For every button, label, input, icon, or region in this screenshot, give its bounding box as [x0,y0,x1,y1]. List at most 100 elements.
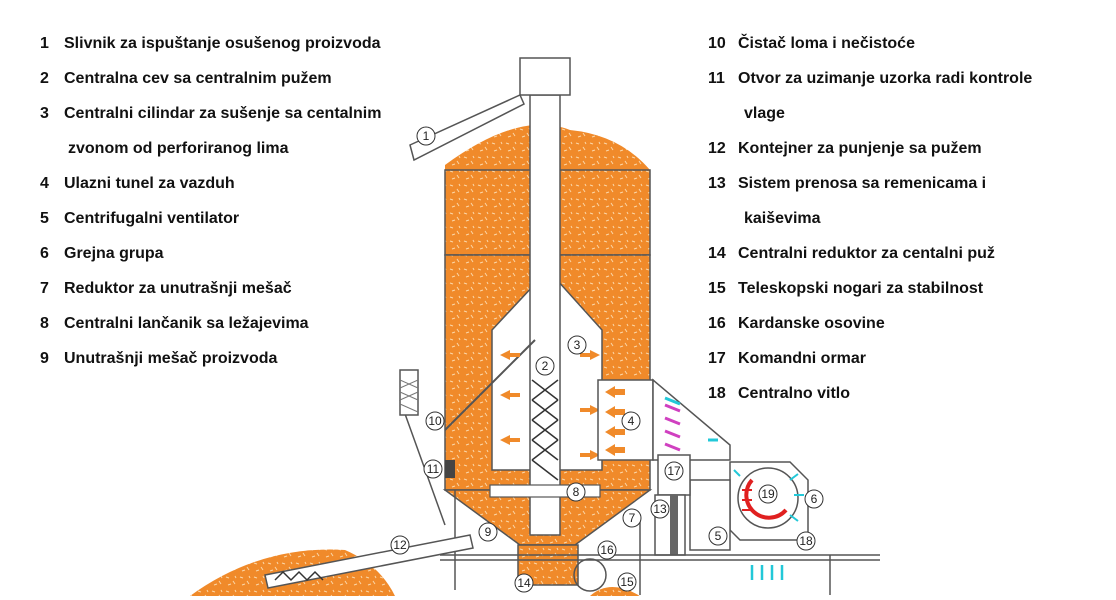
callout-circle [390,535,410,555]
legend-label: Sistem prenosa sa remenicama i [738,175,987,192]
legend-item-11-continued: vlage [708,96,1108,131]
callout-number: 9 [485,525,492,539]
callout-11: 11 [423,459,443,479]
frame [399,399,880,595]
inlet-arrow [605,444,625,456]
callout-17: 17 [664,461,684,481]
callout-number: 16 [600,543,614,557]
legend-number: 4 [40,175,49,192]
callout-circle [425,411,445,431]
callout-number: 3 [574,338,581,352]
callout-15: 15 [617,572,637,592]
legend-number: 10 [708,35,726,52]
burner-coil [744,478,788,520]
central-tube [529,94,561,536]
belt [670,495,678,555]
legend-label: Centrifugalni ventilator [64,210,240,227]
rear-strut [399,399,446,526]
legend-label: Centralni cilindar za sušenje sa centaln… [64,105,382,122]
feed-auger-spiral [274,570,324,582]
legend-label: Otvor za uzimanje uzorka radi kontrole [738,70,1033,87]
warm-air-stripes [664,403,681,452]
callout-14: 14 [514,573,534,593]
callout-7: 7 [622,508,642,528]
legend-number: 11 [708,70,725,87]
callout-number: 7 [629,511,636,525]
air-arrow [580,350,600,360]
heat-rays [742,489,752,511]
legend-number: 17 [708,350,726,367]
legend-item-8: 8 Centralni lančanik sa ležajevima [40,306,420,341]
callout-number: 5 [715,529,722,543]
legend-label-continued: vlage [744,105,785,122]
callout-circle [514,573,534,593]
callout-number: 4 [628,414,635,428]
wheel [573,558,607,592]
callout-8: 8 [566,482,586,502]
auger-spiral [531,379,559,481]
callout-number: 2 [542,359,549,373]
legend-number: 8 [40,315,49,332]
legend-item-2: 2 Centralna cev sa centralnim pužem [40,61,420,96]
legend-label: Čistač loma i nečistoće [738,35,915,52]
callout-circle [423,459,443,479]
legend-number: 1 [40,35,49,52]
air-flow-arrows [500,350,600,460]
callout-circle [416,126,436,146]
callout-9: 9 [478,522,498,542]
legend-label: Kardanske osovine [738,315,885,332]
callout-circle [597,540,617,560]
callout-number: 19 [761,487,775,501]
callout-number: 18 [799,534,813,548]
legend-item-16: 16 Kardanske osovine [708,306,1108,341]
callout-circle [617,572,637,592]
legend-label-continued: zvonom od perforiranog lima [68,140,289,157]
legend-label: Ulazni tunel za vazduh [64,175,235,192]
callout-3: 3 [567,335,587,355]
callout-number: 13 [653,502,667,516]
legend-label: Centralni lančanik sa ležajevima [64,315,309,332]
legend-number: 9 [40,350,49,367]
legend-number: 2 [40,70,49,87]
callout-13: 13 [650,499,670,519]
callout-number: 8 [573,485,580,499]
air-arrow [580,405,600,415]
legend-label: Komandni ormar [738,350,867,367]
callout-number: 14 [517,576,531,590]
air-arrow [500,390,520,400]
callout-number: 15 [620,575,634,589]
callout-circle [796,531,816,551]
callout-19: 19 [758,484,778,504]
callout-4: 4 [621,411,641,431]
callout-number: 6 [811,492,818,506]
legend-label: Centralna cev sa centralnim pužem [64,70,332,87]
legend-label: Centralno vitlo [738,385,851,402]
legend-item-13: 13 Sistem prenosa sa remenicama i [708,166,1108,201]
callout-circle [650,499,670,519]
callout-number: 1 [423,129,430,143]
cool-rays [733,469,804,522]
legend-item-11: 11 Otvor za uzimanje uzorka radi kontrole [708,61,1108,96]
callout-number: 11 [427,462,440,476]
callout-18: 18 [796,531,816,551]
legend-item-10: 10 Čistač loma i nečistoće [708,26,1108,61]
legend-item-1: 1 Slivnik za ispuštanje osušenog proizvod… [40,26,420,61]
inlet-duct [652,378,731,461]
right-grain-pile [590,587,640,596]
filling-container [264,369,474,589]
legend-number: 13 [708,175,726,192]
legend-number: 16 [708,315,726,332]
legend-label: Slivnik za ispuštanje osušenog proizvoda [64,35,381,52]
callout-16: 16 [597,540,617,560]
legend-item-4: 4 Ulazni tunel za vazduh [40,166,420,201]
callout-2: 2 [535,356,555,376]
inlet-arrow [605,426,625,438]
